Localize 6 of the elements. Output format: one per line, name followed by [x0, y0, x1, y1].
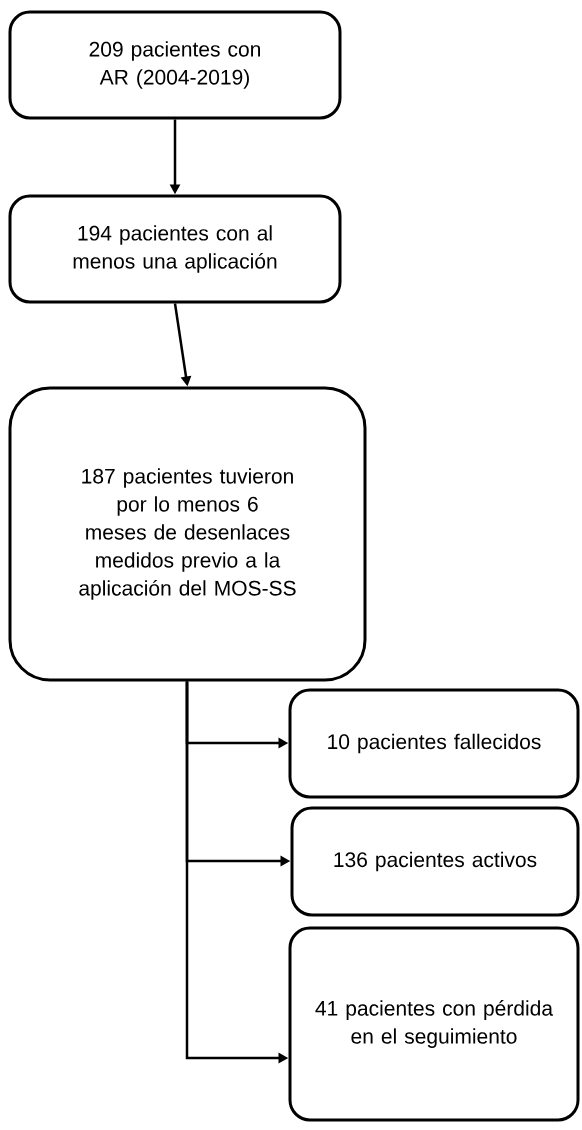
process-box: 194 pacientes con al menos una aplicación [8, 194, 342, 304]
process-box: 209 pacientes con AR (2004-2019) [8, 10, 342, 120]
process-box: 10 pacientes fallecidos [288, 688, 580, 799]
process-box: 41 pacientes con pérdida en el seguimiento [288, 926, 580, 1122]
process-box: 187 pacientes tuvieron por lo menos 6 meses de desenlaces medidos previo a la aplicación del MOS-SS [8, 386, 367, 682]
process-box: 136 pacientes activos [290, 806, 580, 917]
